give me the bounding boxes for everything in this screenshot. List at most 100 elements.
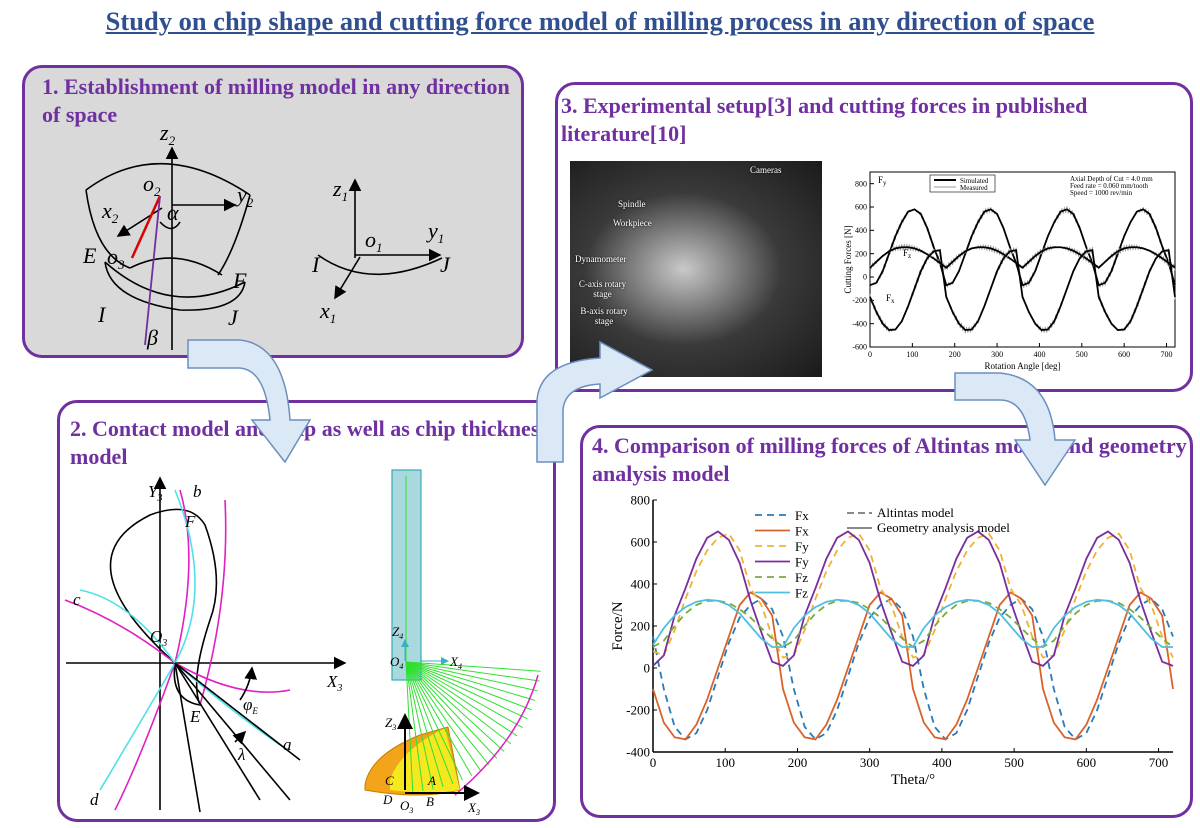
simulated-line-Fz — [869, 246, 1176, 269]
tool-ray — [405, 661, 540, 682]
tool-ray — [405, 661, 505, 752]
photo-label: Cameras — [750, 165, 782, 175]
tool-ray — [405, 661, 444, 788]
svg-text:C: C — [385, 773, 394, 788]
tool-ray — [405, 661, 538, 692]
x-tick-label: 0 — [868, 350, 872, 359]
tool-ray — [405, 661, 512, 745]
series-label-Fx: Fx — [886, 293, 895, 305]
svg-text:F: F — [184, 512, 196, 531]
y-tick-label: -400 — [852, 319, 867, 328]
x-tick-label: 100 — [906, 350, 918, 359]
arrow-2-to-3 — [536, 340, 654, 463]
svg-text:J: J — [228, 305, 239, 330]
annotation: Axial Depth of Cut = 4.0 mm — [1070, 175, 1153, 183]
arrow-3-to-4 — [954, 372, 1077, 487]
tool-ray — [405, 661, 498, 759]
legend-label: Fz — [795, 586, 808, 601]
poster-title: Study on chip shape and cutting force mo… — [105, 6, 1095, 36]
y-tick-label: 800 — [631, 492, 651, 507]
tool-ray — [405, 661, 434, 790]
y-tick-label: 400 — [855, 226, 867, 235]
photo-label: Spindle — [618, 199, 646, 209]
y-tick-label: -200 — [852, 296, 867, 305]
x-tick-label: 500 — [1004, 755, 1024, 770]
series-line-Fx-Geometry — [652, 591, 1174, 741]
y-tick-label: 0 — [644, 660, 651, 675]
measured-line-Fx — [869, 246, 1176, 334]
legend-label: Fx — [795, 508, 809, 523]
tool-ray — [405, 661, 528, 720]
series-line-Fx-Altintas — [652, 597, 1174, 741]
y-tick-label: 400 — [631, 576, 651, 591]
x-tick-label: 300 — [991, 350, 1003, 359]
series-line-Fy-Altintas — [652, 532, 1174, 659]
diagram1-labels: z2 o2 y2 x2 α E o3 F I J β z1 y1 o1 I J … — [82, 120, 451, 350]
legend-label: Fz — [795, 570, 808, 585]
experimental-setup-photo: Cameras Spindle Workpiece Dynamometer C-… — [570, 161, 822, 377]
svg-text:d: d — [90, 790, 99, 809]
simulated-line-Fy — [869, 208, 1176, 287]
y-tick-label: 0 — [863, 273, 867, 282]
svg-text:x2: x2 — [101, 198, 119, 226]
x-tick-label: 400 — [1033, 350, 1045, 359]
svg-text:φE: φE — [243, 695, 258, 716]
x-tick-label: 400 — [932, 755, 952, 770]
photo-label: B-axis rotary stage — [580, 306, 628, 326]
svg-text:E: E — [82, 243, 97, 268]
y-tick-label: 200 — [855, 249, 867, 258]
y-tick-label: -600 — [852, 343, 867, 352]
svg-text:I: I — [311, 252, 321, 277]
svg-text:I: I — [97, 302, 107, 327]
y-tick-label: -400 — [626, 744, 650, 759]
y-tick-label: 200 — [631, 618, 651, 633]
svg-text:β: β — [146, 325, 158, 350]
annotation: Speed = 1000 rev/min — [1070, 189, 1133, 197]
svg-text:λ: λ — [237, 745, 245, 764]
arrow-1-to-2 — [187, 339, 312, 464]
legend-label: Simulated — [960, 177, 989, 185]
annotation: Feed rate = 0.060 mm/tooth — [1070, 182, 1149, 190]
tool-ray — [405, 661, 523, 729]
legend-label: Fy — [795, 539, 809, 554]
svg-text:Z3: Z3 — [385, 715, 396, 732]
y-axis-label: Force/N — [610, 601, 626, 650]
x-tick-label: 700 — [1149, 755, 1169, 770]
svg-text:x1: x1 — [319, 298, 336, 326]
tool-ray — [405, 661, 490, 765]
series-label-Fz: Fz — [903, 248, 911, 260]
svg-text:X4: X4 — [449, 654, 462, 671]
legend-label: Fy — [795, 555, 809, 570]
svg-text:y2: y2 — [235, 182, 254, 210]
svg-text:o2: o2 — [143, 171, 161, 199]
contact-model-diagram — [64, 476, 347, 813]
svg-text:O4: O4 — [390, 654, 403, 671]
x-tick-label: 700 — [1161, 350, 1173, 359]
svg-text:a: a — [283, 735, 292, 754]
series-line-Fz-Geometry — [652, 598, 1173, 648]
svg-text:X3: X3 — [467, 800, 480, 817]
y-tick-label: 600 — [631, 534, 651, 549]
photo-label: C-axis rotary stage — [578, 279, 627, 299]
panel-title: 3. Experimental setup[3] and cutting for… — [561, 93, 1088, 146]
svg-text:O3: O3 — [400, 798, 413, 815]
svg-text:E: E — [189, 707, 201, 726]
plot-frame — [869, 171, 1176, 348]
series-label-Fy: Fy — [878, 175, 887, 187]
panel-contact-model: 2. Contact model and chip as well as chi… — [57, 400, 556, 822]
panel-title: 4. Comparison of milling forces of Altin… — [592, 433, 1187, 486]
legend-label: Measured — [960, 184, 988, 192]
tool-ray — [405, 661, 473, 776]
svg-text:A: A — [427, 773, 436, 788]
svg-text:Z4: Z4 — [392, 624, 403, 641]
photo-label: Dynamometer — [575, 254, 627, 264]
legend-style-label: Geometry analysis model — [877, 520, 1010, 535]
x-tick-label: 0 — [650, 755, 657, 770]
tool-ray — [405, 661, 463, 781]
flow-arrows — [187, 339, 1077, 487]
x-tick-label: 500 — [1076, 350, 1088, 359]
y-tick-label: -200 — [626, 702, 650, 717]
simulated-line-Fx — [869, 249, 1176, 332]
x-tick-label: 600 — [1118, 350, 1130, 359]
